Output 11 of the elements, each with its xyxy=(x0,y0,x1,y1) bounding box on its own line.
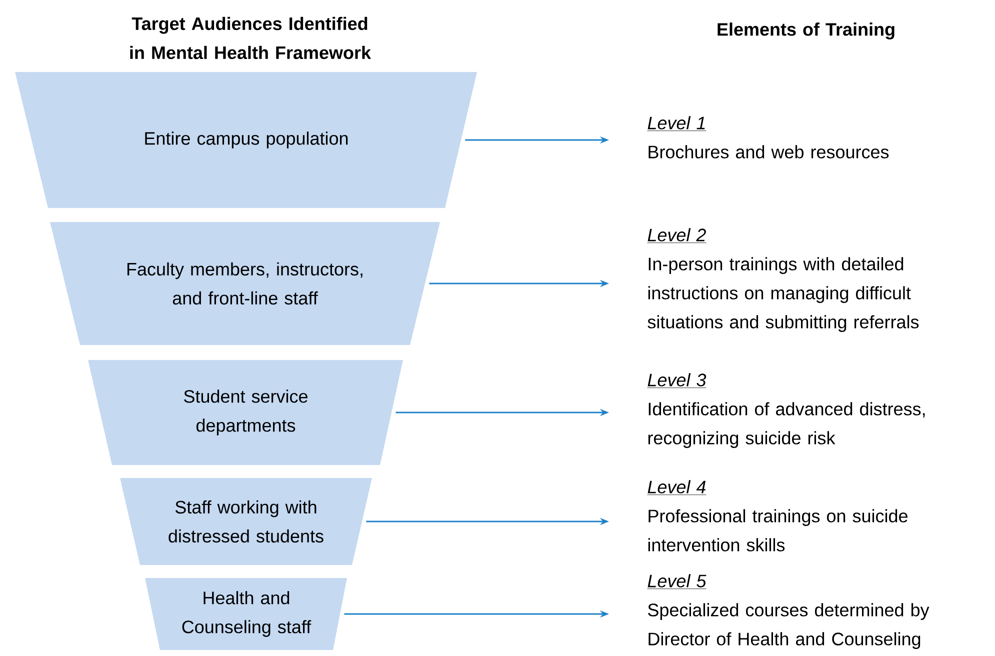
training-level-text: Level 1 Brochures and web resources xyxy=(647,116,889,158)
funnel-band: Entire campus population xyxy=(15,72,477,208)
funnel-band: Health and Counseling staff xyxy=(145,578,347,650)
training-level-text: Level 2 In-person trainings with detailed instructions on managing difficult situations and submitting referrals xyxy=(647,228,919,332)
funnel-band: Faculty members, instructors, and front-line staff xyxy=(50,222,440,345)
training-level-text: Level 5 Specialized courses determined by Director of Health and Counseling xyxy=(647,574,930,649)
training-level-text: Level 4 Professional trainings on suicide intervention skills xyxy=(647,480,908,552)
funnel-band: Student service departments xyxy=(88,360,403,465)
column-heading: Elements of Training xyxy=(718,22,894,40)
training-level-text: Level 3 Identification of advanced distress, recognizing suicide risk xyxy=(647,373,925,448)
funnel-band: Staff working with distressed students xyxy=(120,478,372,565)
